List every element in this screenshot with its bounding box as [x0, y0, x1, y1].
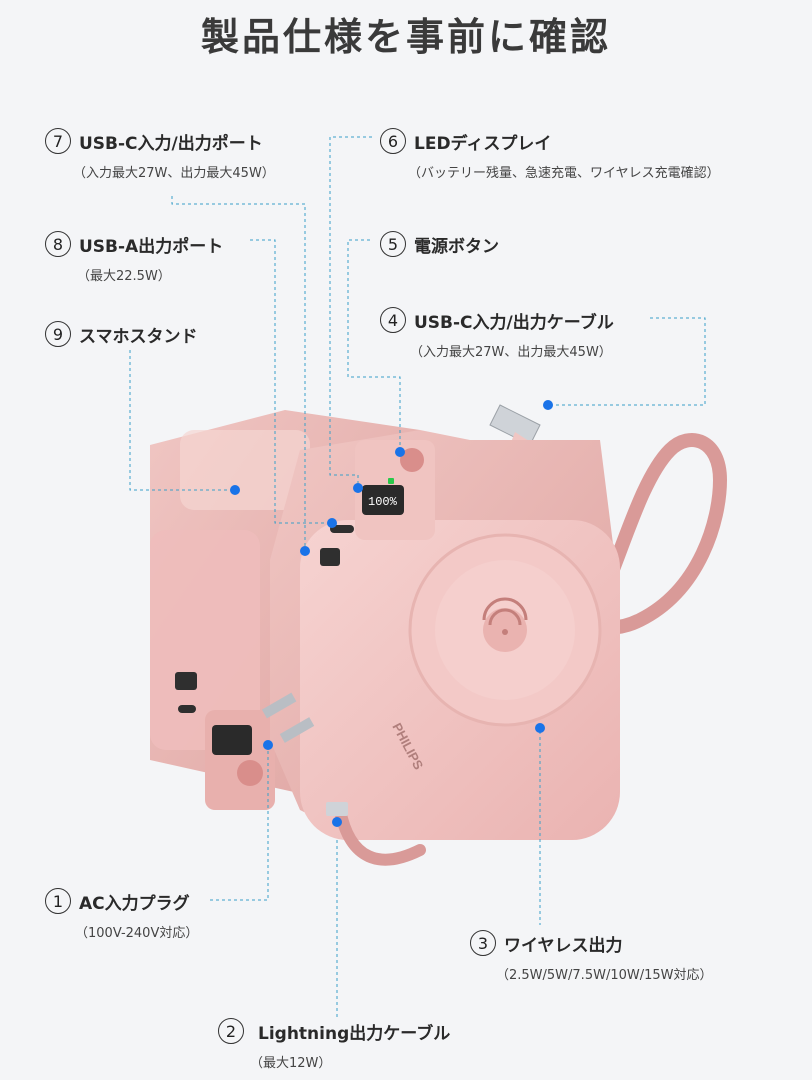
feature-number: 8 [45, 231, 71, 257]
feature-detail: （入力最大27W、出力最大45W） [73, 166, 275, 181]
dot-ac-plug [263, 740, 273, 750]
feature-led-display: 6 LEDディスプレイ （バッテリー残量、急速充電、ワイヤレス充電確認） [380, 128, 720, 181]
feature-detail: （バッテリー残量、急速充電、ワイヤレス充電確認） [408, 166, 720, 181]
feature-label: 電源ボタン [414, 236, 499, 257]
feature-usb-a-port: 8 USB-A出力ポート （最大22.5W） [45, 231, 223, 284]
feature-detail: （2.5W/5W/7.5W/10W/15W対応） [496, 968, 713, 983]
feature-number: 9 [45, 321, 71, 347]
feature-label: USB-C入力/出力ケーブル [414, 312, 614, 333]
feature-number: 2 [218, 1018, 244, 1044]
front-unit [261, 430, 620, 866]
feature-detail: （100V-240V対応） [75, 926, 199, 941]
dot-wireless-output [535, 723, 545, 733]
callout-dots [230, 400, 553, 827]
callout-lines [129, 136, 706, 1020]
feature-detail: （入力最大27W、出力最大45W） [410, 345, 612, 360]
feature-usb-c-cable: 4 USB-C入力/出力ケーブル （入力最大27W、出力最大45W） [380, 307, 614, 360]
feature-label: スマホスタンド [79, 326, 198, 347]
feature-power-button: 5 電源ボタン [380, 231, 499, 257]
feature-number: 3 [470, 930, 496, 956]
feature-label: Lightning出力ケーブル [258, 1023, 451, 1044]
feature-usb-c-port: 7 USB-C入力/出力ポート （入力最大27W、出力最大45W） [45, 128, 275, 181]
dot-usb-c-cable [543, 400, 553, 410]
feature-lightning-cable: 2 Lightning出力ケーブル （最大12W） [218, 1018, 450, 1071]
feature-label: ワイヤレス出力 [504, 935, 623, 956]
feature-wireless-output: 3 ワイヤレス出力 （2.5W/5W/7.5W/10W/15W対応） [470, 930, 713, 983]
dot-usb-a-port [327, 518, 337, 528]
feature-label: USB-C入力/出力ポート [79, 133, 263, 154]
battery-display: 100% [368, 495, 398, 509]
feature-number: 6 [380, 128, 406, 154]
feature-detail: （最大22.5W） [77, 269, 171, 284]
feature-number: 1 [45, 888, 71, 914]
feature-detail: （最大12W） [250, 1056, 332, 1071]
dot-phone-stand [230, 485, 240, 495]
dot-usb-c-port [300, 546, 310, 556]
page-title: 製品仕様を事前に確認 [200, 15, 611, 59]
feature-ac-plug: 1 AC入力プラグ （100V-240V対応） [45, 888, 198, 941]
feature-label: AC入力プラグ [79, 893, 190, 914]
feature-phone-stand: 9 スマホスタンド [45, 321, 198, 347]
feature-number: 7 [45, 128, 71, 154]
dot-lightning-cable [332, 817, 342, 827]
feature-label: USB-A出力ポート [79, 236, 224, 257]
feature-number: 5 [380, 231, 406, 257]
feature-label: LEDディスプレイ [414, 133, 552, 154]
dot-power-button [395, 447, 405, 457]
feature-number: 4 [380, 307, 406, 333]
dot-led-display [353, 483, 363, 493]
